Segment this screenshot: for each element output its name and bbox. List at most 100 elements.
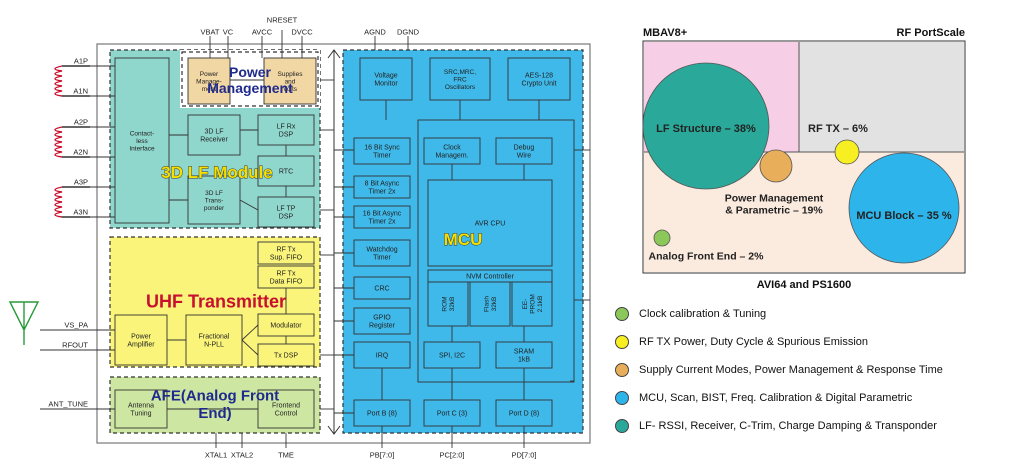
block-port-d: Port D (8) [495,399,553,427]
pin-a2n: A2N [73,148,88,157]
block-eeprom: EE-PROM2.1kB [511,281,553,327]
block-label: Tx DSP [274,352,298,359]
pin-vbat: VBAT [200,28,219,37]
block-box [507,57,571,101]
bubble-5 [653,229,671,247]
block-box [114,57,170,224]
block-label: Port C (3) [437,410,467,417]
legend-label: Supply Current Modes, Power Management &… [639,364,943,376]
bubble-label-1: LF Structure – 38% [656,123,756,135]
block-avr-cpu: AVR CPU [427,179,553,267]
pin-a2p: A2P [74,118,88,127]
region-label-lf: 3D LF Module [161,163,272,182]
block-label: AVR CPU [475,220,506,227]
legend-swatch [615,307,629,321]
pin-dgnd: DGND [397,28,420,37]
bubble-1 [642,62,770,190]
block-box [353,137,411,165]
pin-a3p: A3P [74,178,88,187]
block-box [353,341,411,369]
block-box [423,399,481,427]
pin-agnd: AGND [364,28,386,37]
block-box [423,341,481,369]
pin-vs_pa: VS_PA [64,321,88,330]
block-label: ROM32kB [442,296,456,311]
block-box [495,137,553,165]
bubble-label-3: Power Management& Parametric – 19% [725,193,824,217]
bubble-2 [834,139,860,165]
region-label-uhf: UHF Transmitter [146,291,286,311]
block-box [187,57,231,105]
legend-label: RF TX Power, Duty Cycle & Spurious Emiss… [639,336,869,348]
block-box [495,399,553,427]
mbav-label: MBAV8+ [643,27,687,39]
block-port-b: Port B (8) [353,399,411,427]
pin-a3n: A3N [73,208,88,217]
block-modulator: Modulator [257,313,315,337]
block-label: CRC [374,285,389,292]
legend-label: Clock calibration & Tuning [639,308,767,320]
block-box [185,314,243,366]
block-box [187,114,241,156]
block-box [427,281,469,327]
block-box [114,314,168,366]
block-box [359,57,413,101]
block-port-c: Port C (3) [423,399,481,427]
block-box [427,179,553,267]
pin-pd70: PD[7:0] [511,451,536,460]
legend-label: LF- RSSI, Receiver, C-Trim, Charge Dampi… [639,420,937,432]
block-label: RTC [279,168,293,175]
rf-portscale-label: RF PortScale [897,27,965,39]
avi-ps-label: AVI64 and PS1600 [757,279,852,291]
block-box [511,281,553,327]
bubble-label-2: RF TX – 6% [808,123,868,135]
pin-vc: VC [223,28,234,37]
pin-xtal2: XTAL2 [231,451,253,460]
pin-rfout: RFOUT [62,341,88,350]
block-label: Port B (8) [367,410,397,417]
pin-ant_tune: ANT_TUNE [48,400,88,409]
block-label: IRQ [376,352,389,359]
bubble-label-5: Analog Front End – 2% [649,251,765,263]
legend-item: LF- RSSI, Receiver, C-Trim, Charge Dampi… [615,416,937,436]
